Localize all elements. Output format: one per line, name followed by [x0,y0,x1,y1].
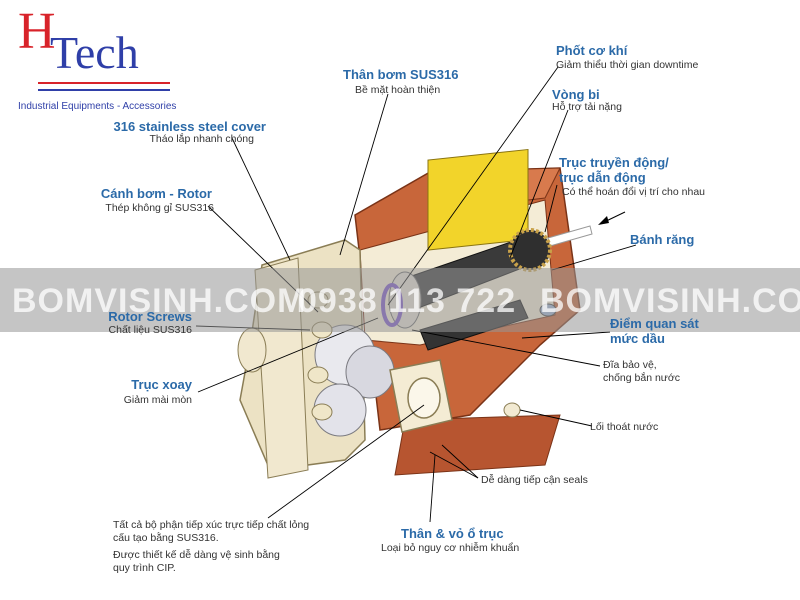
logo-letter: H [18,3,56,60]
label-contact-line-2: cấu tạo bằng SUS316. [113,532,219,544]
label-screws-sub: Chất liệu SUS316 [108,324,192,336]
leader-access-1 [429,451,479,479]
label-seal-sub: Giảm thiểu thời gian downtime [556,59,699,71]
leader-cover [231,137,291,261]
watermark-left: BOMVISINH.COM [12,282,307,320]
leader-shaft [544,184,558,233]
leader-contact [267,404,425,519]
logo-word: Tech [50,27,139,78]
label-contact-line-3: Được thiết kế dễ dàng vệ sinh bằng [113,549,280,561]
label-body-sub: Bề mặt hoàn thiện [355,84,441,96]
label-bearing-sub: Hỗ trợ tải nặng [552,101,622,113]
cover-bolt-3 [307,366,329,384]
label-shaft-sub: Có thể hoán đổi vị trí cho nhau [562,186,706,198]
label-shaft-title-1: Trục truyền động/ [559,155,669,170]
label-cover-sub: Tháo lắp nhanh chóng [149,133,254,145]
leader-disc [411,329,601,367]
logo-tagline: Industrial Equipments - Accessories [18,101,177,112]
label-rotor-title: Cánh bơm - Rotor [100,186,212,201]
label-gear-title: Bánh răng [630,232,695,247]
shaft-arrow-head [598,216,609,225]
gear-wheel [508,228,552,272]
label-oil-title-1: Điểm quan sát [610,316,699,331]
watermark-phone: 0938 113 722 [298,282,517,320]
watermark-right: BOMVISINH.COM [540,282,800,320]
leader-access-2 [441,444,479,479]
leader-bearing [509,109,569,259]
outlet-port-hole [407,377,441,419]
logo-line-red [38,82,170,84]
label-drain-sub: Lối thoát nước [590,421,659,433]
logo-line-blue [38,89,170,91]
gear-box [427,148,529,251]
watermark-banner [0,268,800,332]
label-contact-line-4: quy trình CIP. [113,562,176,574]
label-oil-title-2: mức dầu [610,331,665,346]
label-screws-title: Rotor Screws [108,309,192,324]
label-seal-title: Phốt cơ khí [556,43,628,58]
leader-seal [387,66,559,306]
leader-drain [519,409,593,427]
label-contact-line-1: Tất cả bộ phận tiếp xúc trực tiếp chất l… [113,519,310,531]
leader-gear [551,244,637,271]
label-access-sub: Dễ dàng tiếp cận seals [481,474,588,486]
label-rotor-sub: Thép không gỉ SUS316 [105,202,214,214]
label-pivot-sub: Giảm mài mòn [123,394,192,406]
drain-plug [503,402,521,418]
label-body-title: Thân bơm SUS316 [343,67,459,82]
label-disc-sub-2: chống bắn nước [603,372,680,384]
label-shaft-title-2: trục dẫn động [559,170,646,185]
label-housing-sub: Loại bỏ nguy cơ nhiễm khuẩn [381,542,520,554]
label-disc-sub-1: Đĩa bảo vệ, [603,359,657,371]
leader-body [339,93,389,256]
cover-bolt-4 [311,403,333,421]
shaft-tip [547,225,593,247]
label-housing-title: Thân & vỏ ổ trục [401,526,504,541]
leader-oil [521,331,611,339]
label-bearing-title: Vòng bi [552,87,600,102]
label-cover-title: 316 stainless steel cover [113,119,267,134]
leader-housing [429,454,436,523]
label-pivot-title: Trục xoay [131,377,192,392]
